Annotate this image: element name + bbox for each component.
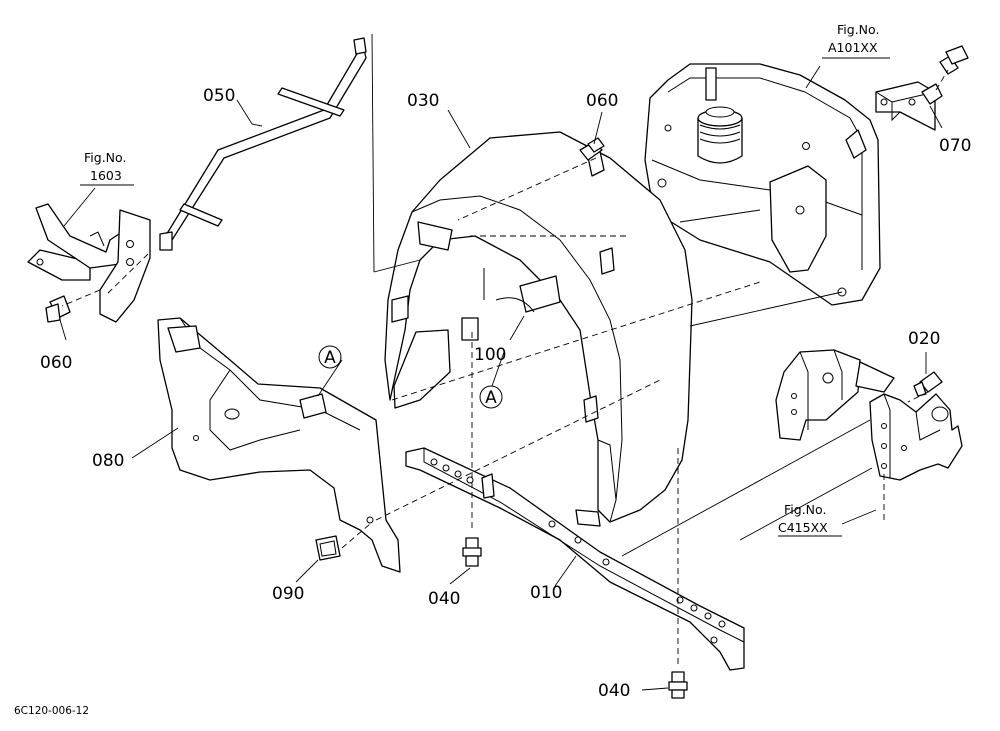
part-label-070: 070 (939, 136, 971, 156)
figure-reference-1603: Fig.No. 1603 (80, 150, 134, 186)
reference-marker-a-left: A (318, 345, 342, 369)
part-label-020: 020 (908, 329, 940, 349)
fig-ref-label: Fig.No. (837, 22, 879, 37)
frame-rail-010 (405, 447, 745, 671)
clip-090 (315, 535, 341, 561)
reference-marker-a-center: A (479, 385, 503, 409)
fig-ref-label: Fig.No. (84, 150, 126, 165)
part-label-040-bottom: 040 (598, 681, 630, 701)
figure-reference-c415xx: Fig.No. C415XX (778, 502, 828, 535)
part-label-040-top: 040 (428, 589, 460, 609)
part-label-010: 010 (530, 583, 562, 603)
part-label-090: 090 (272, 584, 304, 604)
part-label-080: 080 (92, 451, 124, 471)
bracket-c415 (775, 349, 963, 481)
bolt-020 (913, 371, 943, 397)
bracket-080 (157, 317, 401, 573)
drawing-code: 6C120-006-12 (14, 705, 89, 717)
bracket-070 (875, 45, 969, 131)
fig-ref-number: C415XX (778, 520, 828, 535)
fig-ref-label: Fig.No. (784, 502, 826, 517)
marker-a-label: A (485, 388, 497, 408)
bolt-040-bottom (668, 671, 688, 699)
bolt-040-top (462, 537, 482, 567)
marker-a-label: A (324, 348, 336, 368)
leader-lines (59, 65, 943, 691)
rod-050 (159, 37, 367, 251)
figure-reference-a101xx: Fig.No. A101XX (822, 22, 890, 59)
fig-ref-number: 1603 (90, 168, 122, 183)
bracket-1603 (27, 203, 151, 323)
part-label-030: 030 (407, 91, 439, 111)
part-label-050: 050 (203, 86, 235, 106)
fig-ref-number: A101XX (828, 40, 878, 55)
part-label-060-left: 060 (40, 353, 72, 373)
part-label-060-top: 060 (586, 91, 618, 111)
part-label-100: 100 (474, 345, 506, 365)
part-labels: 050 030 060 070 020 060 100 080 090 040 … (40, 86, 971, 701)
alignment-lines (61, 33, 929, 668)
fuel-tank-assembly (644, 63, 881, 306)
hood-frame-030 (384, 131, 693, 527)
